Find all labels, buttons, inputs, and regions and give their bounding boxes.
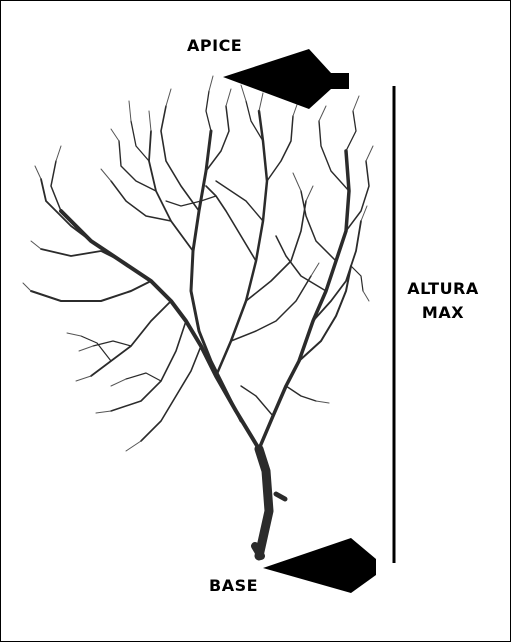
apex-label: APICE: [187, 36, 242, 55]
apex-arrow-icon: [223, 49, 349, 109]
base-arrow-icon: [263, 538, 376, 593]
height-label-line1: ALTURA: [397, 277, 489, 301]
height-label-line2: MAX: [397, 301, 489, 325]
coral-branches: [23, 76, 373, 556]
base-label: BASE: [209, 576, 258, 595]
height-label: ALTURA MAX: [397, 277, 489, 325]
coral-stalk: [259, 449, 269, 556]
